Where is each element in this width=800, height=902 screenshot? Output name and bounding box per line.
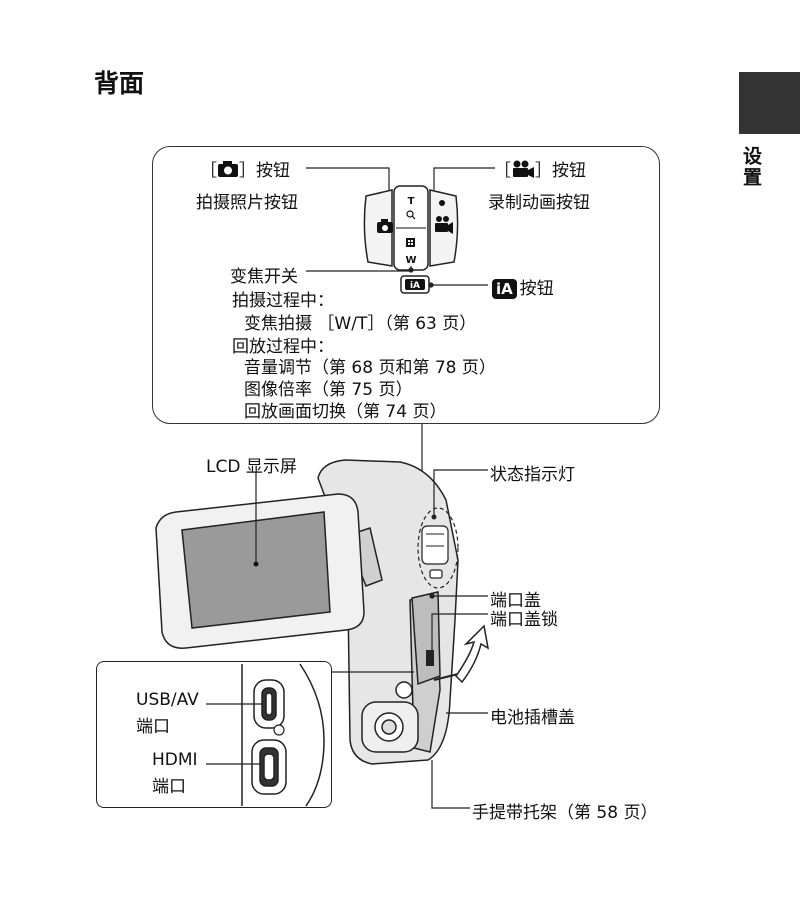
section-tab-block bbox=[739, 72, 800, 134]
page-title: 背面 bbox=[94, 69, 145, 98]
usb-av-port-label: 端口 bbox=[136, 717, 170, 737]
ia-key-text: iA bbox=[410, 281, 420, 291]
port-cover-lock-mark bbox=[426, 650, 434, 666]
playback-item-magnify: 图像倍率（第 75 页） bbox=[244, 380, 413, 400]
camera-icon bbox=[217, 160, 239, 183]
movie-button-label: ［］按钮 bbox=[494, 160, 586, 183]
open-arrow-icon bbox=[455, 624, 490, 684]
zoom-in-icon bbox=[406, 210, 416, 220]
button-callout-box bbox=[152, 146, 660, 424]
port-cover-lock-label: 端口盖锁 bbox=[490, 610, 558, 630]
rear-lower-controls bbox=[361, 681, 419, 753]
zoom-t-mark: T bbox=[408, 196, 415, 207]
lcd-panel bbox=[155, 493, 365, 649]
camera-icon bbox=[377, 219, 393, 233]
controls-dashed-outline bbox=[417, 507, 459, 589]
lcd-label: LCD 显示屏 bbox=[206, 457, 297, 477]
control-cluster bbox=[363, 185, 459, 271]
usb-av-port bbox=[253, 679, 285, 729]
playback-heading: 回放过程中： bbox=[232, 337, 334, 357]
record-dot-icon bbox=[439, 200, 445, 206]
playback-item-switch-view: 回放画面切换（第 74 页） bbox=[244, 402, 447, 422]
hdmi-port-label: 端口 bbox=[152, 777, 186, 797]
port-cover-label: 端口盖 bbox=[490, 591, 541, 611]
ia-icon: iA bbox=[492, 279, 517, 299]
hdmi-label: HDMI bbox=[152, 750, 198, 770]
strap-holder-label: 手提带托架（第 58 页） bbox=[472, 803, 658, 823]
hdmi-port bbox=[251, 739, 287, 795]
playback-item-volume: 音量调节（第 68 页和第 78 页） bbox=[244, 358, 496, 378]
status-light-label: 状态指示灯 bbox=[490, 465, 575, 485]
photo-button-label: ［］按钮 bbox=[200, 160, 290, 183]
usb-av-label: USB/AV bbox=[136, 690, 199, 710]
shooting-zoom-item: 变焦拍摄 ［W/T］（第 63 页） bbox=[244, 314, 477, 334]
movie-camera-icon bbox=[511, 160, 535, 183]
ports-inset-box bbox=[96, 661, 332, 808]
movie-camera-icon bbox=[435, 216, 453, 234]
zoom-w-mark: W bbox=[405, 255, 416, 266]
movie-button-description: 录制动画按钮 bbox=[488, 193, 590, 213]
photo-button-description: 拍摄照片按钮 bbox=[196, 193, 298, 213]
shooting-heading: 拍摄过程中： bbox=[232, 291, 334, 311]
section-tab-label: 设置 bbox=[740, 146, 762, 188]
battery-cover-label: 电池插槽盖 bbox=[490, 708, 575, 728]
zoom-switch-label: 变焦开关 bbox=[230, 267, 298, 287]
zoom-out-icon bbox=[406, 238, 415, 247]
